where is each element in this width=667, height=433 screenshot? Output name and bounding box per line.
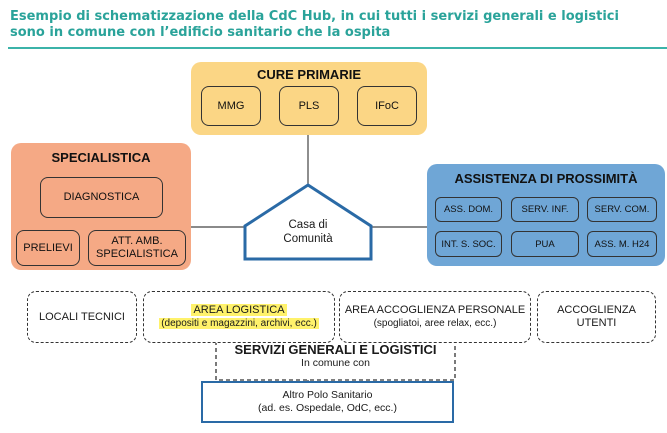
accoglienza-utenti-box: ACCOGLIENZA UTENTI	[537, 291, 656, 343]
assi-ass-dom: ASS. DOM.	[435, 197, 502, 222]
cure-item-ifoc: IFoC	[357, 86, 417, 126]
assi-pua: PUA	[511, 231, 579, 257]
page-title: Esempio di schematizzazione della CdC Hu…	[10, 9, 660, 41]
casa-line-1: Casa di	[288, 219, 328, 231]
spec-prelievi: PRELIEVI	[16, 230, 80, 266]
spec-att-amb: ATT. AMB. SPECIALISTICA	[88, 230, 186, 266]
cure-primarie-panel: CURE PRIMARIE MMG PLS IFoC	[191, 62, 427, 135]
cure-item-pls: PLS	[279, 86, 339, 126]
specialistica-panel: SPECIALISTICA DIAGNOSTICA PRELIEVI ATT. …	[11, 143, 191, 270]
area-accoglienza-title: AREA ACCOGLIENZA PERSONALE	[344, 304, 526, 316]
house-icon	[243, 183, 373, 261]
assi-serv-com: SERV. COM.	[587, 197, 657, 222]
area-logistica-subtitle: (depositi e magazzini, archivi, ecc.)	[159, 318, 319, 329]
assistenza-panel: ASSISTENZA DI PROSSIMITÀ ASS. DOM. SERV.…	[427, 164, 665, 266]
area-logistica-box: AREA LOGISTICA (depositi e magazzini, ar…	[143, 291, 335, 343]
altro-polo-line-1: Altro Polo Sanitario	[282, 389, 373, 401]
servizi-outline	[215, 313, 456, 381]
locali-tecnici-label: LOCALI TECNICI	[39, 310, 125, 323]
area-accoglienza-personale-box: AREA ACCOGLIENZA PERSONALE (spogliatoi, …	[339, 291, 531, 343]
specialistica-title: SPECIALISTICA	[51, 150, 151, 165]
cure-item-mmg: MMG	[201, 86, 261, 126]
altro-polo-line-2: (ad. es. Ospedale, OdC, ecc.)	[258, 402, 397, 414]
area-logistica-title: AREA LOGISTICA	[191, 304, 287, 316]
title-divider	[8, 47, 667, 49]
title-line-1: Esempio di schematizzazione della CdC Hu…	[10, 9, 619, 24]
title-line-2: sono in comune con l’edificio sanitario …	[10, 25, 391, 40]
cure-primarie-title: CURE PRIMARIE	[256, 67, 361, 82]
assistenza-title: ASSISTENZA DI PROSSIMITÀ	[454, 171, 638, 186]
servizi-subtitle: In comune con	[301, 357, 370, 369]
casa-label: Casa di Comunità	[262, 218, 354, 246]
casa-line-2: Comunità	[283, 233, 333, 245]
assi-int-s-soc: INT. S. SOC.	[435, 231, 502, 257]
spec-diagnostica: DIAGNOSTICA	[40, 177, 163, 218]
spec-att-amb-line-1: ATT. AMB.	[111, 235, 163, 247]
assi-serv-inf: SERV. INF.	[511, 197, 579, 222]
servizi-label: SERVIZI GENERALI E LOGISTICI In comune c…	[216, 342, 455, 370]
accoglienza-utenti-line-2: UTENTI	[576, 317, 617, 329]
locali-tecnici-box: LOCALI TECNICI	[27, 291, 137, 343]
servizi-title: SERVIZI GENERALI E LOGISTICI	[234, 342, 437, 357]
altro-polo-box: Altro Polo Sanitario (ad. es. Ospedale, …	[201, 381, 454, 423]
assi-ass-m-h24: ASS. M. H24	[587, 231, 657, 257]
area-accoglienza-subtitle: (spogliatoi, aree relax, ecc.)	[373, 318, 497, 329]
accoglienza-utenti-line-1: ACCOGLIENZA	[557, 304, 636, 316]
spec-att-amb-line-2: SPECIALISTICA	[96, 248, 178, 260]
